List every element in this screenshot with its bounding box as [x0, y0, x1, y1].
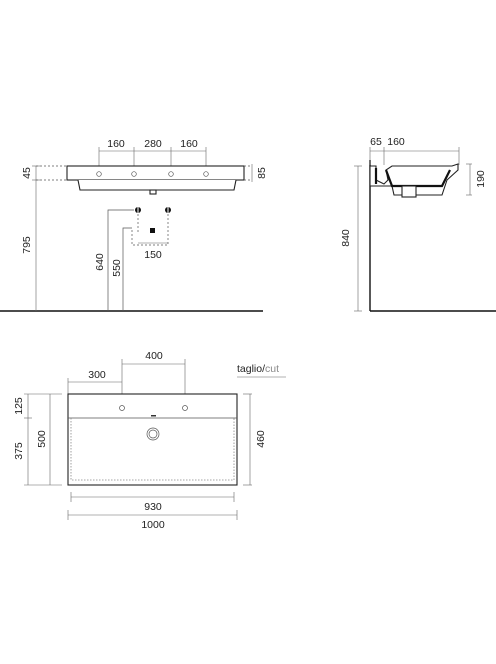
- front-waste-pipe: [122, 227, 132, 311]
- side-dim-190: 190: [475, 170, 487, 188]
- plan-view: 400 300 taglio/cut 125 375 500 460: [13, 350, 286, 531]
- supply-valve-icon: [165, 207, 171, 213]
- tap-hole-icon: [131, 171, 137, 177]
- side-dim-840: 840: [340, 229, 352, 247]
- plan-cut-edge: [70, 418, 235, 481]
- front-basin-bowl: [77, 179, 237, 191]
- front-dim-795: 795: [21, 236, 33, 254]
- plan-basin-outline: [67, 393, 238, 486]
- supply-valve-icon: [135, 207, 141, 213]
- tap-hole-icon: [96, 171, 102, 177]
- side-dim-160: 160: [387, 136, 405, 148]
- plan-dim-460: 460: [255, 430, 267, 448]
- tap-hole-icon: [168, 171, 174, 177]
- side-view: 65 160 840 190: [340, 136, 496, 312]
- drain-icon: [146, 427, 160, 441]
- front-dim-160-left: 160: [107, 138, 125, 150]
- plan-dim-300: 300: [88, 369, 106, 381]
- front-dim-45: 45: [21, 167, 33, 179]
- front-dim-85: 85: [256, 167, 268, 179]
- front-dim-280: 280: [144, 138, 162, 150]
- plan-dim-125: 125: [13, 397, 25, 415]
- front-supply-pipe: [107, 209, 132, 311]
- tap-hole-icon: [203, 171, 209, 177]
- side-dim-65: 65: [370, 136, 382, 148]
- front-dim-160-right: 160: [180, 138, 198, 150]
- tap-hole-icon: [182, 405, 188, 411]
- front-dim-150: 150: [144, 249, 162, 261]
- plan-dim-400: 400: [145, 350, 163, 362]
- front-view: 160 280 160 45 795 85: [0, 138, 268, 312]
- front-dim-640: 640: [94, 253, 106, 271]
- plan-dim-500: 500: [36, 430, 48, 448]
- tap-hole-icon: [119, 405, 125, 411]
- cut-label: taglio/cut: [237, 363, 279, 375]
- overflow-slot-icon: [151, 415, 156, 417]
- front-drain-stub: [149, 189, 157, 195]
- front-dim-550: 550: [111, 259, 123, 277]
- side-basin-profile: [369, 163, 459, 196]
- front-basin-top: [66, 165, 245, 181]
- plan-dim-930: 930: [144, 501, 162, 513]
- waste-outlet-icon: [150, 228, 155, 233]
- side-drain: [401, 185, 417, 198]
- side-basin-wall: [374, 168, 451, 188]
- plan-dim-1000: 1000: [141, 519, 165, 531]
- plan-dim-375: 375: [13, 442, 25, 460]
